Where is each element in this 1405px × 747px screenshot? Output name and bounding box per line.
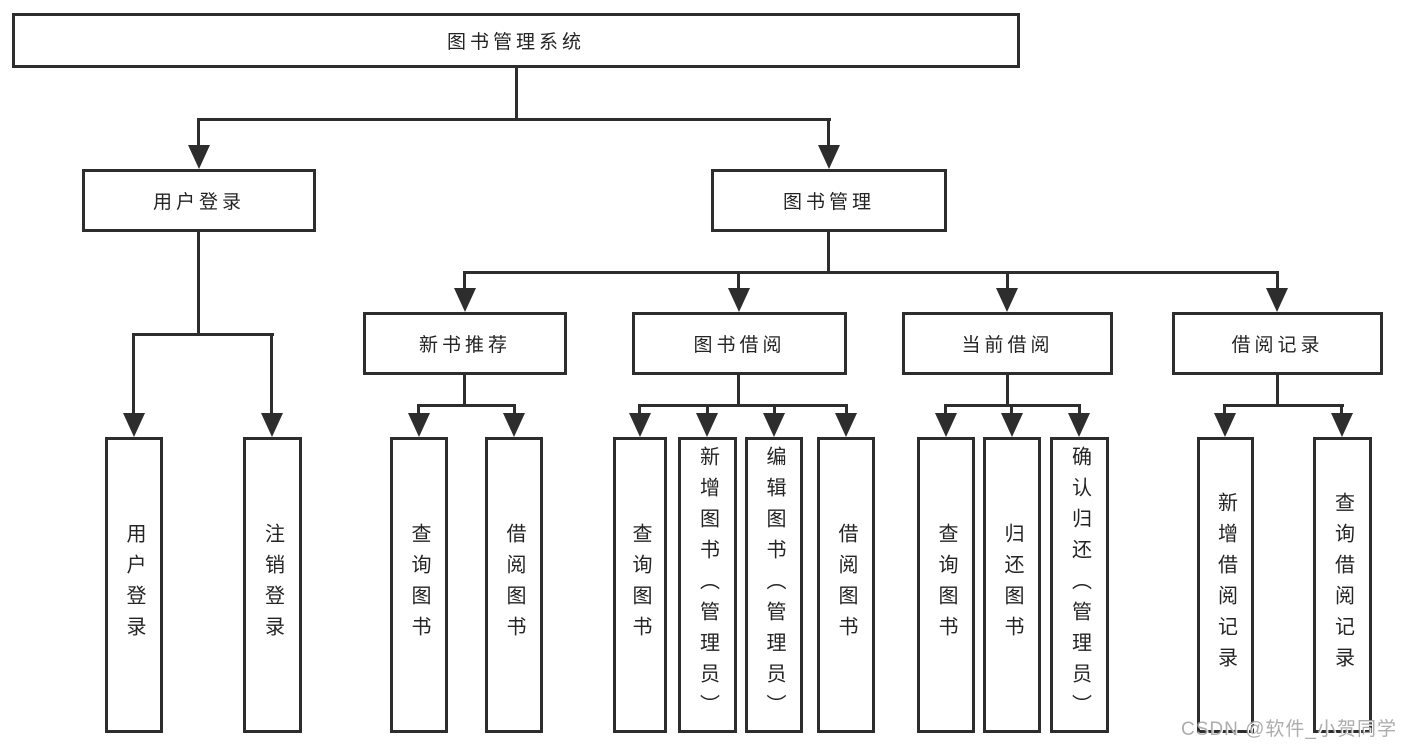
connector-stem-bb-edit — [773, 404, 776, 420]
node-cb-return-books-label: 归还图书 — [1001, 523, 1023, 647]
connector-stem-cb-return — [1010, 404, 1013, 420]
node-borrowing-records: 借阅记录 — [1172, 312, 1383, 375]
connector-user-login-stem — [197, 232, 200, 335]
node-nb-borrow-books-label: 借阅图书 — [503, 523, 525, 647]
node-current-borrowing-label: 当前借阅 — [961, 335, 1054, 356]
connector-book-borrow-stem — [737, 375, 740, 406]
connector-user-login-rail — [132, 333, 274, 336]
connector-new-books-rail — [417, 404, 516, 407]
node-br-add-record: 新增借阅记录 — [1197, 437, 1254, 733]
node-bb-edit-book-admin-label: 编辑图书（管理员） — [763, 445, 785, 725]
connector-stem-book-mgmt — [827, 118, 830, 150]
arrow-to-bb-add — [696, 413, 718, 437]
node-nb-query-books: 查询图书 — [390, 437, 448, 733]
node-bb-borrow-books-label: 借阅图书 — [835, 523, 857, 647]
connector-stem-borrow-records — [1276, 271, 1279, 295]
connector-stem-user-login — [197, 118, 200, 150]
connector-stem-br-add — [1223, 404, 1226, 420]
arrow-to-book-borrow — [728, 288, 750, 312]
connector-stem-nb-query — [417, 404, 420, 420]
arrow-to-cb-confirm — [1068, 413, 1090, 437]
connector-current-borrow-stem — [1006, 375, 1009, 406]
node-book-borrowing-label: 图书借阅 — [693, 335, 786, 356]
connector-stem-br-query — [1340, 404, 1343, 420]
connector-stem-bb-borrow — [845, 404, 848, 420]
node-bb-query-books-label: 查询图书 — [629, 523, 651, 647]
arrow-to-nb-borrow — [503, 413, 525, 437]
connector-stem-book-borrow — [737, 271, 740, 295]
node-book-borrowing: 图书借阅 — [632, 312, 847, 375]
arrow-to-login-leaf — [123, 413, 145, 437]
connector-root-rail — [197, 118, 831, 121]
csdn-watermark: CSDN @软件_小贺同学 — [1181, 719, 1397, 740]
arrow-to-bb-query — [629, 413, 651, 437]
node-current-borrowing: 当前借阅 — [902, 312, 1113, 375]
connector-book-mgmt-stem — [827, 232, 830, 274]
node-new-book-recommend: 新书推荐 — [363, 312, 567, 375]
node-borrowing-records-label: 借阅记录 — [1231, 335, 1324, 356]
node-bb-add-book-admin-label: 新增图书（管理员） — [696, 445, 719, 725]
node-bb-add-book-admin: 新增图书（管理员） — [678, 437, 737, 733]
node-user-login-leaf: 用户登录 — [105, 437, 163, 733]
arrow-to-logout-leaf — [261, 413, 283, 437]
node-cb-query-books: 查询图书 — [917, 437, 975, 733]
arrow-to-borrow-records — [1266, 288, 1288, 312]
connector-new-books-stem — [463, 375, 466, 406]
node-br-query-record-label: 查询借阅记录 — [1331, 492, 1354, 678]
node-user-login: 用户登录 — [82, 169, 316, 232]
node-bb-query-books: 查询图书 — [613, 437, 667, 733]
arrow-to-bb-borrow — [835, 413, 857, 437]
arrow-to-nb-query — [408, 413, 430, 437]
connector-stem-login-leaf — [132, 333, 135, 418]
arrow-to-br-add — [1214, 413, 1236, 437]
connector-stem-cb-confirm — [1078, 404, 1081, 420]
connector-root-stem — [515, 68, 518, 118]
node-cb-confirm-return-admin-label: 确认归还（管理员） — [1068, 445, 1091, 725]
node-logout-leaf: 注销登录 — [243, 437, 302, 733]
connector-stem-nb-borrow — [513, 404, 516, 420]
connector-book-mgmt-rail — [463, 271, 1279, 274]
connector-stem-logout-leaf — [270, 333, 273, 418]
node-nb-borrow-books: 借阅图书 — [485, 437, 543, 733]
node-book-management-label: 图书管理 — [782, 192, 875, 213]
node-cb-return-books: 归还图书 — [983, 437, 1041, 733]
node-br-query-record: 查询借阅记录 — [1313, 437, 1372, 733]
arrow-to-cb-return — [1001, 413, 1023, 437]
node-root-label: 图书管理系统 — [446, 32, 585, 53]
arrow-to-br-query — [1331, 413, 1353, 437]
node-user-login-label: 用户登录 — [152, 192, 245, 213]
node-bb-borrow-books: 借阅图书 — [817, 437, 875, 733]
arrow-to-book-mgmt — [818, 145, 840, 169]
node-cb-confirm-return-admin: 确认归还（管理员） — [1050, 437, 1109, 733]
arrow-to-user-login — [188, 145, 210, 169]
node-br-add-record-label: 新增借阅记录 — [1214, 492, 1237, 678]
node-new-book-recommend-label: 新书推荐 — [418, 335, 511, 356]
node-user-login-leaf-label: 用户登录 — [123, 523, 145, 647]
connector-stem-current-borrow — [1006, 271, 1009, 295]
connector-stem-bb-add — [706, 404, 709, 420]
node-nb-query-books-label: 查询图书 — [408, 523, 430, 647]
arrow-to-new-books — [454, 288, 476, 312]
connector-borrow-records-rail — [1223, 404, 1344, 407]
arrow-to-current-borrow — [996, 288, 1018, 312]
connector-stem-new-books — [463, 271, 466, 295]
node-root: 图书管理系统 — [12, 13, 1020, 68]
node-bb-edit-book-admin: 编辑图书（管理员） — [745, 437, 803, 733]
connector-borrow-records-stem — [1276, 375, 1279, 406]
connector-book-borrow-rail — [638, 404, 848, 407]
arrow-to-bb-edit — [763, 413, 785, 437]
connector-stem-cb-query — [944, 404, 947, 420]
connector-stem-bb-query — [638, 404, 641, 420]
node-cb-query-books-label: 查询图书 — [935, 523, 957, 647]
node-logout-leaf-label: 注销登录 — [261, 523, 284, 647]
arrow-to-cb-query — [935, 413, 957, 437]
node-book-management: 图书管理 — [711, 169, 947, 232]
